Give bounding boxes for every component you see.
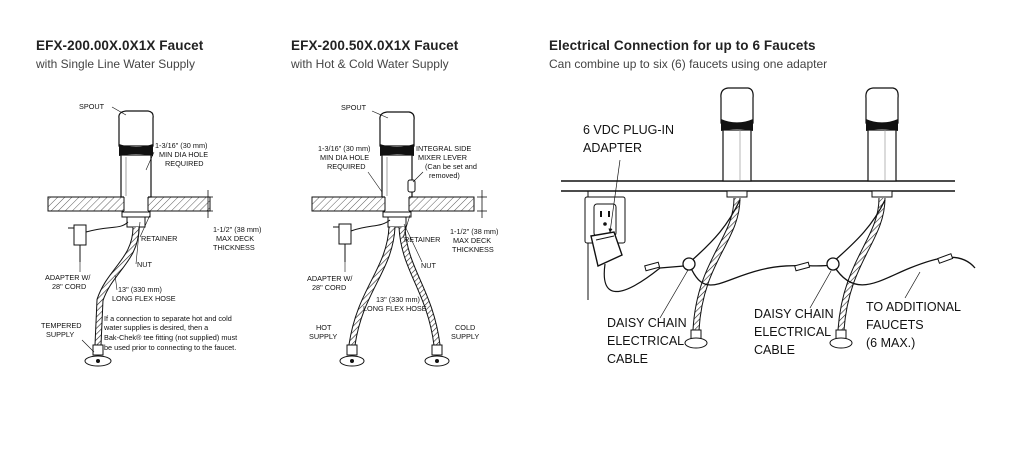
additional-label-1: TO ADDITIONAL xyxy=(866,300,961,314)
spout-illustration xyxy=(379,111,415,198)
faucet2-hose xyxy=(838,197,885,331)
adapter-label-1: ADAPTER W/ xyxy=(307,274,353,283)
nut-label: NUT xyxy=(421,261,437,270)
mixer-label-3: (Can be set and xyxy=(425,162,477,171)
note-line-2: water supplies is desired, then a xyxy=(103,323,209,332)
panel3-subtitle: Can combine up to six (6) faucets using … xyxy=(549,57,828,71)
panel2-subtitle: with Hot & Cold Water Supply xyxy=(291,57,449,71)
cold-hose xyxy=(399,226,440,346)
cold-label-1: COLD xyxy=(455,323,475,332)
adapter-label-1: ADAPTER W/ xyxy=(45,273,91,282)
panel1-subtitle: with Single Line Water Supply xyxy=(36,57,195,71)
panel3-title: Electrical Connection for up to 6 Faucet… xyxy=(549,38,816,53)
hose-label-2: LONG FLEX HOSE xyxy=(363,304,427,313)
faucet1-cable xyxy=(689,199,741,263)
tempered-label-2: SUPPLY xyxy=(46,330,74,339)
daisy-chain-cable-1 xyxy=(689,264,833,286)
daisy-connector-1 xyxy=(682,257,696,271)
hose-label-1: 13" (330 mm) xyxy=(376,295,420,304)
plug-2 xyxy=(794,261,811,272)
single-supply-diagram: SPOUT 1-3/16" (30 mm) MIN DIA HOLE REQUI… xyxy=(41,102,261,367)
hot-stop-valve xyxy=(339,344,365,367)
deck-label-2: MAX DECK xyxy=(216,234,254,243)
hose-label-1: 13" (330 mm) xyxy=(118,285,162,294)
hose-label-2: LONG FLEX HOSE xyxy=(112,294,176,303)
faucet2-valve xyxy=(829,329,853,349)
mixer-label-4: removed) xyxy=(429,171,460,180)
hole-label-1: 1-3/16" (30 mm) xyxy=(155,141,207,150)
retainer xyxy=(382,211,412,218)
mixer-label-2: MIXER LEVER xyxy=(418,153,467,162)
nut xyxy=(387,216,407,228)
deck xyxy=(47,196,211,212)
spout-label: SPOUT xyxy=(341,103,367,112)
mixer-lever xyxy=(407,179,416,193)
adapter-label-2: 28" CORD xyxy=(52,282,86,291)
stop-valve xyxy=(84,344,112,367)
deck-label-1: 1-1/2" (38 mm) xyxy=(450,227,498,236)
note-line-3: Bak-Chek® tee fitting (not supplied) mus… xyxy=(104,333,237,342)
plugin-label-2: ADAPTER xyxy=(583,141,642,155)
additional-label-3: (6 MAX.) xyxy=(866,336,915,350)
hole-label-1: 1-3/16" (30 mm) xyxy=(318,144,370,153)
hot-label-2: SUPPLY xyxy=(309,332,337,341)
nut xyxy=(126,216,146,228)
retainer xyxy=(121,211,151,218)
faucet-1 xyxy=(720,87,754,198)
hot-hose xyxy=(349,226,395,346)
nut-label: NUT xyxy=(137,260,153,269)
faucet-2 xyxy=(865,87,899,198)
daisy-connector-2 xyxy=(826,257,840,271)
daisy1-label-2: ELECTRICAL xyxy=(607,334,684,348)
spout-illustration xyxy=(118,110,154,198)
daisy2-label-3: CABLE xyxy=(754,343,795,357)
cold-stop-valve xyxy=(424,344,450,367)
hot-label-1: HOT xyxy=(316,323,332,332)
daisy-chain-cable-2 xyxy=(833,256,976,286)
plug-1 xyxy=(644,261,661,272)
daisy1-label-3: CABLE xyxy=(607,352,648,366)
daisy2-label-2: ELECTRICAL xyxy=(754,325,831,339)
daisy1-label-1: DAISY CHAIN xyxy=(607,316,687,330)
retainer-label: RETAINER xyxy=(404,235,440,244)
retainer-label: RETAINER xyxy=(141,234,177,243)
cold-label-2: SUPPLY xyxy=(451,332,479,341)
note-line-1: If a connection to separate hot and cold xyxy=(104,314,232,323)
adapter-label-2: 28" CORD xyxy=(312,283,346,292)
faucet2-cable xyxy=(832,199,886,263)
faucet1-valve xyxy=(684,329,708,349)
panel1-title: EFX-200.00X.0X1X Faucet xyxy=(36,38,204,53)
flex-hose xyxy=(95,226,139,346)
spout-label: SPOUT xyxy=(79,102,105,111)
daisy2-label-1: DAISY CHAIN xyxy=(754,307,834,321)
faucet1-hose xyxy=(693,197,740,331)
deck-label-1: 1-1/2" (38 mm) xyxy=(213,225,261,234)
deck-label-3: THICKNESS xyxy=(452,245,494,254)
deck-label-3: THICKNESS xyxy=(213,243,255,252)
dual-supply-diagram: SPOUT 1-3/16" (30 mm) MIN DIA HOLE REQUI… xyxy=(307,103,498,367)
plug-in-adapter xyxy=(590,231,623,267)
additional-label-2: FAUCETS xyxy=(866,318,924,332)
electrical-diagram: 6 VDC PLUG-IN ADAPTER DAISY CHAIN ELECTR… xyxy=(561,87,976,366)
deck-label-2: MAX DECK xyxy=(453,236,491,245)
hole-label-2: MIN DIA HOLE xyxy=(320,153,369,162)
note-line-4: be used prior to connecting to the fauce… xyxy=(104,343,236,352)
hole-label-3: REQUIRED xyxy=(327,162,366,171)
adapter xyxy=(333,219,391,262)
mixer-label-1: INTEGRAL SIDE xyxy=(416,144,471,153)
plugin-label-1: 6 VDC PLUG-IN xyxy=(583,123,674,137)
hole-label-3: REQUIRED xyxy=(165,159,204,168)
adapter xyxy=(68,221,129,262)
adapter-cord xyxy=(603,263,685,293)
panel2-title: EFX-200.50X.0X1X Faucet xyxy=(291,38,459,53)
hole-label-2: MIN DIA HOLE xyxy=(159,150,208,159)
deck xyxy=(311,196,475,212)
plug-3 xyxy=(937,253,954,264)
tempered-label-1: TEMPERED xyxy=(41,321,82,330)
